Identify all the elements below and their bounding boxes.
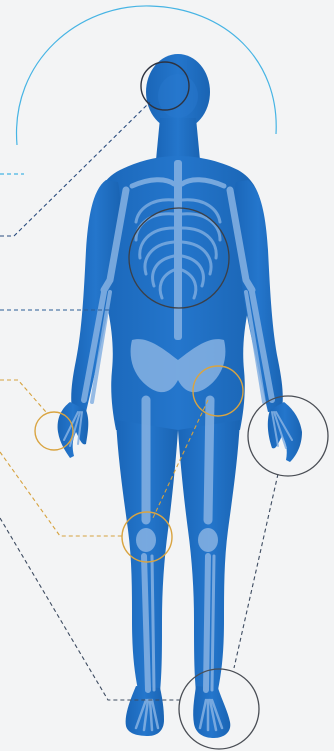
head-arc-line <box>17 6 277 145</box>
knee-callout-line <box>0 452 122 536</box>
hand-foot-link-line <box>234 474 278 668</box>
wrist-callout-line <box>0 380 46 412</box>
